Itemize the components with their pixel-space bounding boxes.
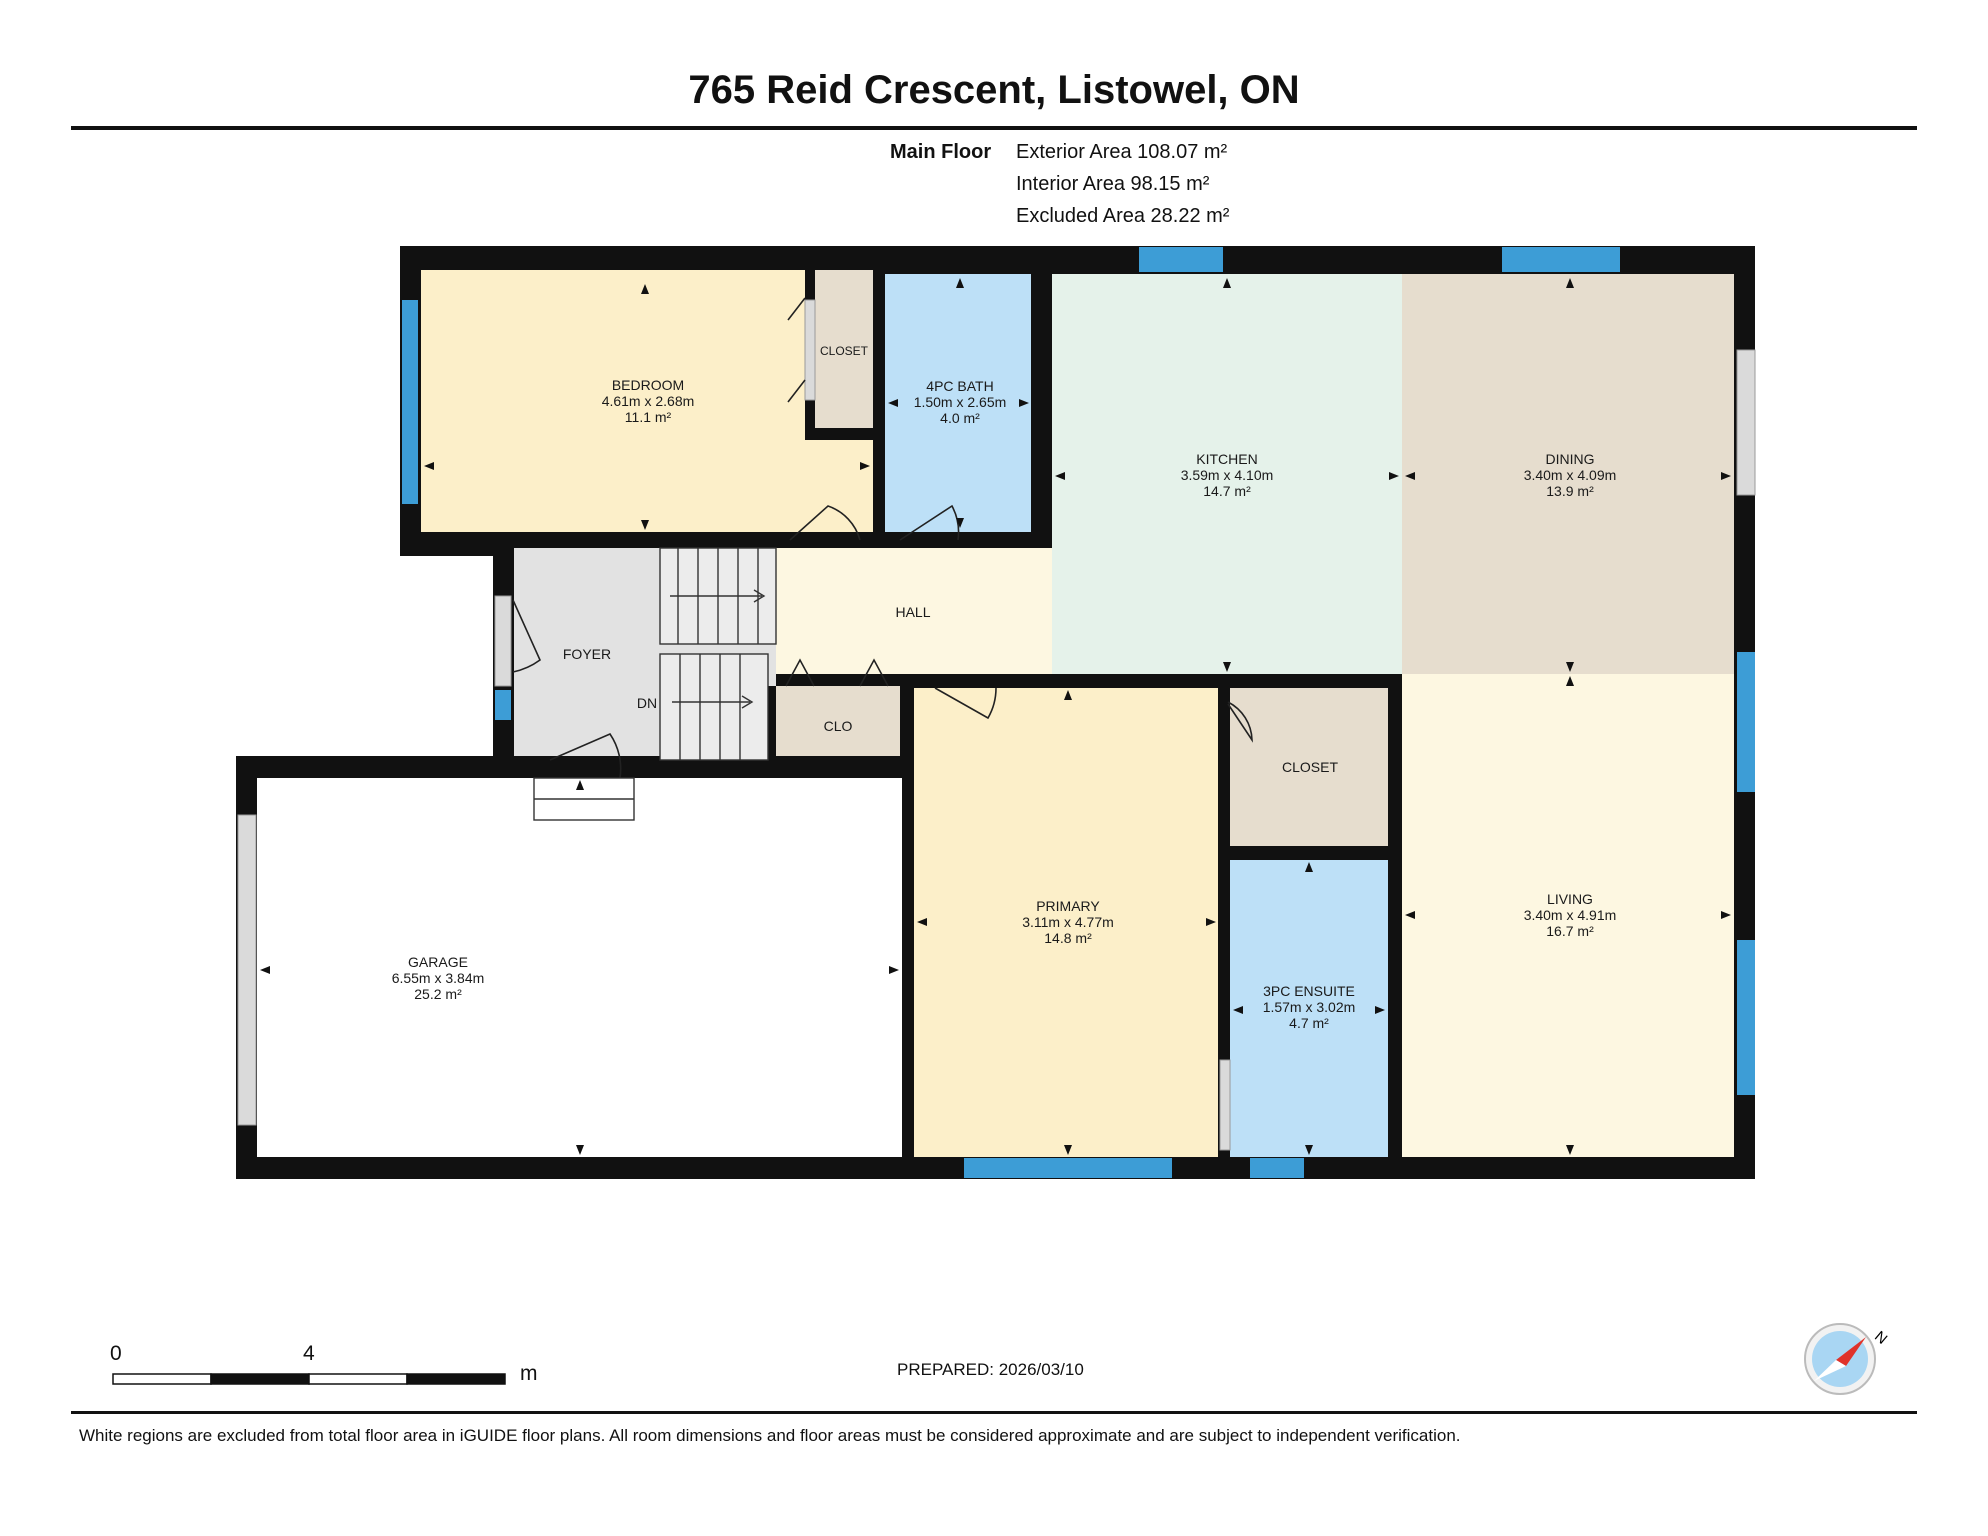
living-name: LIVING [1547,891,1593,907]
interior-area: Interior Area 98.15 m² [1016,173,1210,195]
scale-bar [112,1373,506,1385]
window [1139,247,1223,272]
bedroom-closet-label: CLOSET [820,344,869,358]
bedroom-dims: 4.61m x 2.68m [602,393,695,409]
kitchen-floor [1052,274,1402,674]
bedroom-floor [421,270,873,532]
scale-label-0: 0 [110,1342,122,1365]
door-swings [512,297,1253,779]
foyer-label: FOYER [563,646,611,662]
window [1737,940,1755,1095]
bedroom-name: BEDROOM [612,377,684,393]
bath-dims: 1.50m x 2.65m [914,394,1007,410]
garage-door [237,814,257,1126]
kitchen-area: 14.7 m² [1203,483,1251,499]
hall-label: HALL [895,604,930,620]
clo-label: CLO [824,718,853,734]
stairs [533,547,777,821]
primary-floor [914,688,1218,1157]
living-area: 16.7 m² [1546,923,1594,939]
dining-name: DINING [1546,451,1595,467]
stairs-down-label: DN [637,695,657,711]
disclaimer-note: White regions are excluded from total fl… [79,1426,1461,1445]
scale-unit: m [520,1362,538,1385]
exterior-area: Exterior Area 108.07 m² [1016,141,1228,163]
ensuite-dims: 1.57m x 3.02m [1263,999,1356,1015]
clo-floor [776,686,900,760]
dining-slider [1736,349,1756,496]
ensuite-name: 3PC ENSUITE [1263,983,1355,999]
bottom-divider [71,1411,1917,1414]
living-dims: 3.40m x 4.91m [1524,907,1617,923]
foyer-entry [494,595,512,687]
scale-label-2: 4 [303,1342,315,1365]
garage-floor [257,778,902,1157]
closet-slider [804,299,816,401]
primary-dims: 3.11m x 4.77m [1022,914,1114,930]
ensuite-floor [1230,860,1388,1157]
primary-name: PRIMARY [1036,898,1100,914]
compass-icon: N [1804,1323,1890,1395]
dining-area: 13.9 m² [1546,483,1594,499]
bedroom-closet-floor [815,270,873,432]
bath-area: 4.0 m² [940,410,980,426]
living-floor [1402,674,1734,1157]
excluded-area: Excluded Area 28.22 m² [1016,205,1230,227]
garage-name: GARAGE [408,954,468,970]
top-divider [71,126,1917,130]
garage-area: 25.2 m² [414,986,462,1002]
window [1250,1158,1304,1178]
primary-closet-label: CLOSET [1282,759,1338,775]
bath-name: 4PC BATH [926,378,993,394]
bath-floor [885,274,1031,532]
primary-closet-floor [1230,688,1388,846]
hall-floor [776,548,1052,674]
dining-floor [1402,274,1734,674]
bedroom-area: 11.1 m² [625,409,672,425]
window [964,1158,1172,1178]
ensuite-area: 4.7 m² [1289,1015,1329,1031]
primary-area: 14.8 m² [1044,930,1092,946]
window [495,690,511,720]
garage-dims: 6.55m x 3.84m [392,970,485,986]
windows [402,247,1755,1178]
prepared-date: PREPARED: 2026/03/10 [897,1360,1084,1379]
window [1737,652,1755,792]
room-fills [257,270,1734,1157]
dining-dims: 3.40m x 4.09m [1524,467,1617,483]
dimension-arrows [260,278,1731,1155]
door-openings [237,299,1756,1151]
interior-walls [236,270,1402,1179]
window [402,300,418,504]
compass-north-label: N [1871,1328,1890,1348]
floor-label: Main Floor [890,141,992,163]
page-title: 765 Reid Crescent, Listowel, ON [688,68,1300,112]
window [1502,247,1620,272]
kitchen-name: KITCHEN [1196,451,1257,467]
ensuite-door [1219,1059,1231,1151]
kitchen-dims: 3.59m x 4.10m [1181,467,1274,483]
